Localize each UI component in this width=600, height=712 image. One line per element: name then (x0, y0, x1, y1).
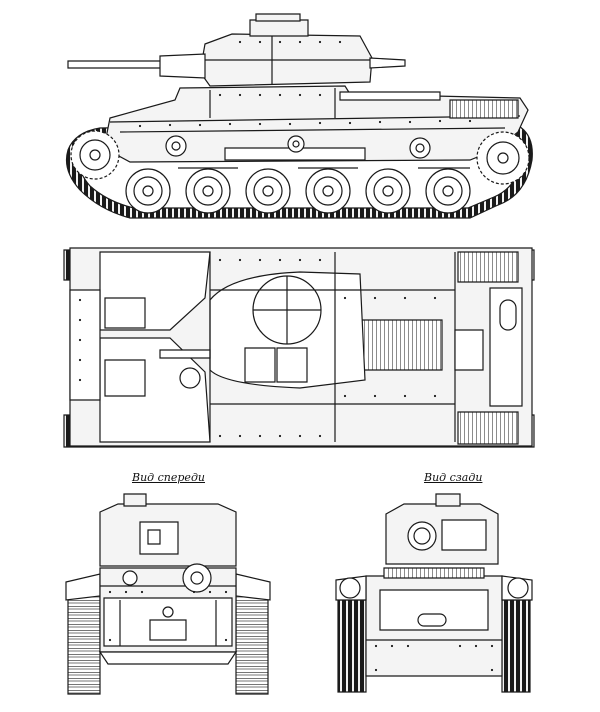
rear-track-left (338, 600, 366, 692)
rear-view-caption: Вид сзади (424, 471, 483, 484)
rear-track-right (502, 600, 530, 692)
side-view (67, 14, 533, 218)
front-view (66, 494, 270, 694)
rear-view (336, 494, 532, 692)
front-track-right (236, 594, 268, 694)
front-view-caption: Вид спереди (132, 471, 205, 484)
road-wheels (126, 169, 470, 213)
top-view (64, 248, 534, 447)
front-track-left (68, 594, 100, 694)
